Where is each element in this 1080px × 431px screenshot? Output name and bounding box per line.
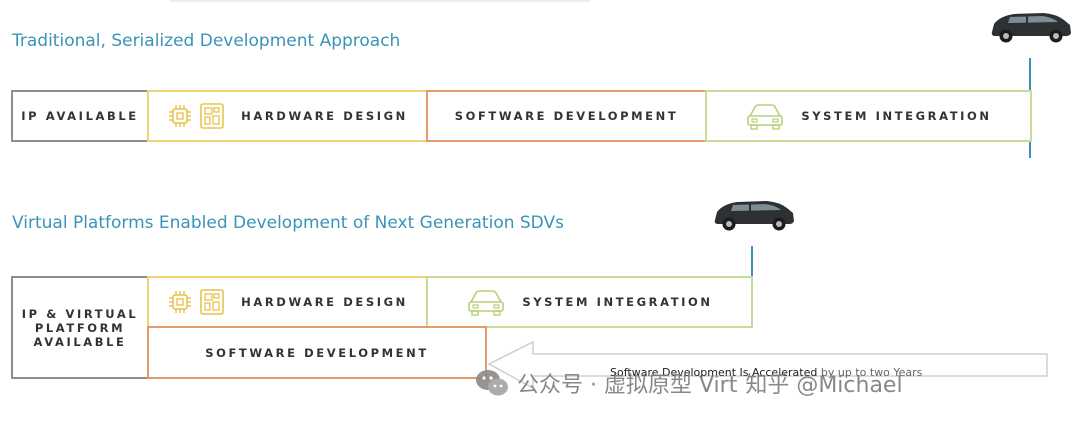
chip-icon (169, 291, 192, 313)
stage-system-integration: SYSTEM INTEGRATION (705, 90, 1032, 142)
wechat-logo-icon (476, 370, 508, 396)
stage-software-development: SOFTWARE DEVELOPMENT (426, 90, 707, 142)
board-icon (200, 289, 224, 315)
stage-system-integration-virtual-label: SYSTEM INTEGRATION (522, 295, 713, 309)
watermark: 公众号 · 虚拟原型 Virt 知乎 @Michael (475, 367, 903, 399)
stage-hardware-design-label: HARDWARE DESIGN (241, 109, 408, 123)
stage-ip-available: IP AVAILABLE (11, 90, 149, 142)
watermark-text: 公众号 · 虚拟原型 Virt (517, 373, 738, 398)
acceleration-note: Software Development Is Accelerated by u… (610, 366, 923, 379)
watermark-text-2: 知乎 @Michael (745, 373, 903, 398)
stage-software-development-label: SOFTWARE DEVELOPMENT (454, 109, 679, 123)
stage-ip-virtual-platform: IP & VIRTUAL PLATFORM AVAILABLE (11, 276, 149, 379)
car-image-icon (991, 13, 1071, 43)
section1-title: Traditional, Serialized Development Appr… (12, 31, 401, 51)
car-image-icon (714, 201, 794, 231)
stage-hardware-design-virtual-label: HARDWARE DESIGN (241, 295, 408, 309)
car-outline-icon (747, 104, 784, 130)
stage-hardware-design: HARDWARE DESIGN (147, 90, 428, 142)
stage-hardware-design-virtual: HARDWARE DESIGN (147, 276, 428, 328)
car-outline-icon (468, 290, 505, 316)
ip-virtual-line-2: PLATFORM (34, 320, 126, 335)
stage-system-integration-label: SYSTEM INTEGRATION (801, 109, 992, 123)
top-divider (170, 0, 590, 2)
chip-icon (169, 105, 192, 127)
acceleration-arrow (487, 340, 1048, 390)
stage-system-integration-virtual: SYSTEM INTEGRATION (426, 276, 753, 328)
ip-virtual-line-3: AVAILABLE (33, 334, 127, 349)
stage-software-development-virtual-label: SOFTWARE DEVELOPMENT (205, 345, 429, 360)
ip-virtual-line-1: IP & VIRTUAL (21, 306, 139, 321)
stage-software-development-virtual: SOFTWARE DEVELOPMENT (147, 326, 487, 379)
board-icon (200, 103, 224, 129)
section2-title: Virtual Platforms Enabled Development of… (12, 213, 564, 233)
stage-ip-available-label: IP AVAILABLE (21, 109, 139, 123)
